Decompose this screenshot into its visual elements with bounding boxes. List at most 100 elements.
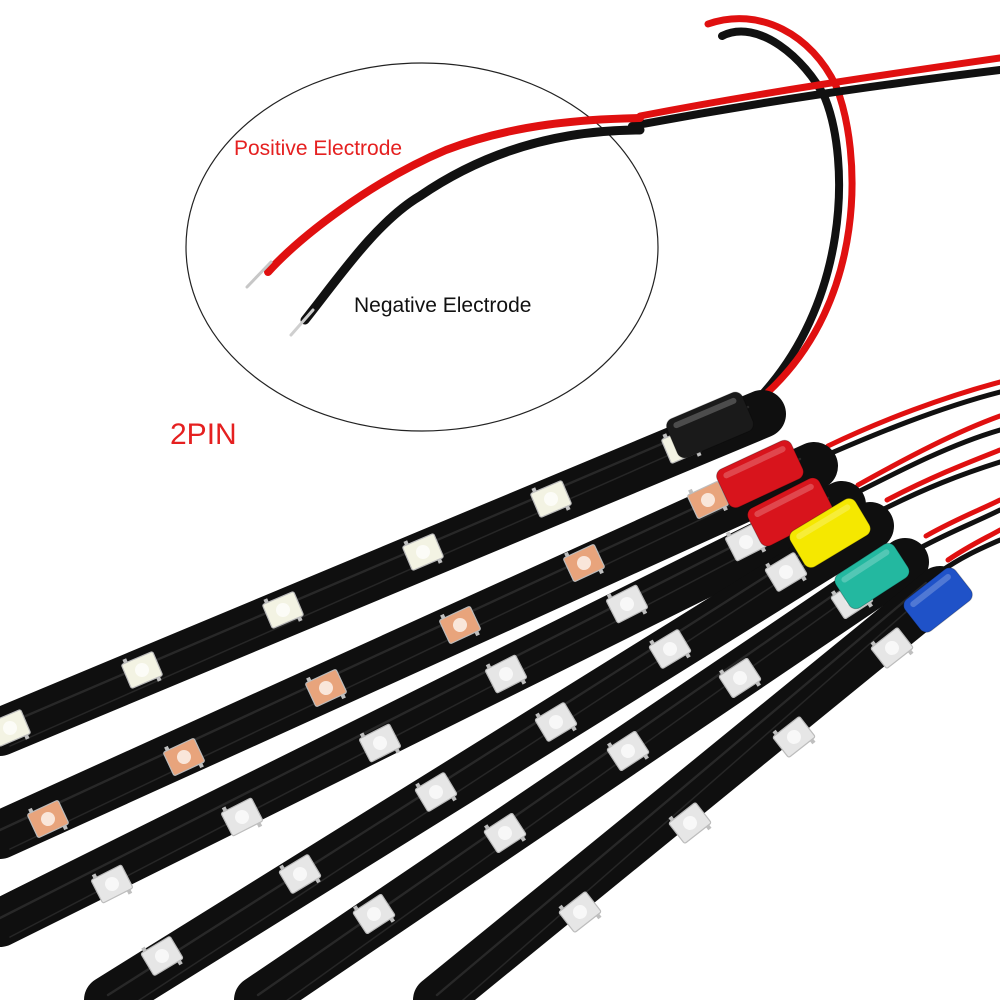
strip-2 bbox=[0, 439, 838, 859]
strip-1-led-1 bbox=[0, 709, 31, 747]
strip-4-body bbox=[84, 502, 894, 1000]
strip-5-reflection bbox=[286, 569, 888, 1000]
strip-4-led-pin-b-3 bbox=[451, 795, 457, 802]
strip-4-led-pin-a-5 bbox=[649, 639, 655, 646]
strip-4-led-pin-b-1 bbox=[177, 959, 183, 966]
callout-negative-wire bbox=[300, 125, 645, 325]
strip-3-led-pin-b-2 bbox=[256, 822, 263, 828]
strip-1 bbox=[0, 390, 786, 756]
negative-electrode-label: Negative Electrode bbox=[354, 294, 532, 317]
strip-3-led-lens-2 bbox=[235, 810, 249, 824]
strip-6-led-lens-1 bbox=[573, 905, 587, 919]
strip-2-led-pin-b-5 bbox=[598, 568, 604, 575]
strip-1-reflection bbox=[9, 421, 745, 747]
strip-2-led-pin-a-1 bbox=[28, 807, 34, 814]
strip-5-led-lens-3 bbox=[621, 744, 635, 758]
strip-3-led-pin-a-2 bbox=[221, 806, 228, 812]
end-wire-negative-3 bbox=[875, 459, 1000, 515]
strip-3-body bbox=[0, 481, 866, 947]
strip-1-led-pin-b-5 bbox=[565, 505, 571, 511]
strip-2-sleeve-body bbox=[716, 439, 804, 509]
strip-6 bbox=[413, 566, 973, 1000]
strip-3-led-lens-3 bbox=[373, 736, 387, 750]
strip-2-sleeve-shine bbox=[723, 446, 786, 479]
strip-3-sleeve-shine bbox=[754, 483, 814, 518]
end-wire-negative-1 bbox=[817, 389, 1000, 461]
strip-1-led-lens-2 bbox=[135, 663, 149, 677]
strip-6-led-3 bbox=[772, 716, 816, 758]
strip-5-led-pin-b-5 bbox=[867, 602, 874, 608]
strip-3-led-pin-b-1 bbox=[126, 889, 133, 895]
strip-1-sleeve-body bbox=[666, 391, 754, 459]
strip-3-led-pin-a-5 bbox=[606, 593, 613, 599]
strip-3-led-lens-1 bbox=[105, 877, 119, 891]
strip-6-led-lens-3 bbox=[787, 730, 801, 744]
strip-6-reflection bbox=[461, 597, 923, 1000]
strip-2-led-pin-b-6 bbox=[722, 505, 728, 512]
strip-2-led-3 bbox=[305, 669, 347, 707]
strip-4-led-1 bbox=[140, 936, 184, 976]
strip-6-highlight bbox=[435, 581, 928, 997]
strip-2-led-lens-6 bbox=[701, 493, 715, 507]
strip-5-led-lens-2 bbox=[498, 826, 512, 840]
strip-1-led-pin-a-2 bbox=[122, 658, 128, 664]
strip-4-led-5 bbox=[648, 629, 692, 669]
strip-4-led-pin-a-4 bbox=[535, 712, 541, 719]
strip-5-led-3 bbox=[606, 731, 650, 771]
strip-3-led-pin-b-5 bbox=[641, 609, 648, 615]
strip-2-led-4 bbox=[439, 606, 481, 644]
main-positive-wire bbox=[704, 15, 856, 396]
strip-4-led-lens-4 bbox=[549, 715, 563, 729]
strip-4-led-pin-a-6 bbox=[765, 562, 771, 569]
strip-6-sleeve-shine bbox=[910, 573, 951, 608]
strip-6-led-pin-a-1 bbox=[558, 904, 565, 911]
strip-6-led-2 bbox=[668, 802, 712, 844]
strip-2-led-pin-a-6 bbox=[688, 488, 694, 495]
strip-2-end-sleeve bbox=[716, 439, 804, 509]
strip-1-led-pin-b-4 bbox=[437, 558, 443, 564]
strip-3-led-pin-b-6 bbox=[760, 547, 767, 553]
strip-3-highlight bbox=[0, 496, 830, 920]
strip-2-highlight bbox=[0, 457, 802, 832]
strip-3-led-2 bbox=[221, 797, 263, 837]
strip-2-led-1 bbox=[27, 800, 69, 838]
strip-1-led-4 bbox=[402, 533, 444, 571]
strip-2-led-pin-b-3 bbox=[340, 693, 346, 700]
strip-4-led-3 bbox=[414, 772, 458, 812]
strip-6-led-pin-b-3 bbox=[809, 738, 816, 745]
strip-2-led-pin-b-1 bbox=[62, 824, 68, 831]
strip-6-led-1 bbox=[558, 891, 602, 933]
rear-positive-wire bbox=[636, 54, 1000, 120]
strip-4-reflection bbox=[138, 533, 853, 1000]
strip-1-led-lens-5 bbox=[544, 492, 558, 506]
strip-4-led-6 bbox=[764, 552, 808, 592]
strip-2-led-lens-4 bbox=[453, 618, 467, 632]
strip-3-led-lens-6 bbox=[739, 535, 753, 549]
end-wire-positive-2 bbox=[855, 413, 1000, 488]
strip-4-led-pin-a-3 bbox=[415, 782, 421, 789]
strip-3-led-5 bbox=[606, 584, 648, 624]
strip-3-led-pin-a-1 bbox=[91, 873, 98, 879]
strip-2-led-pin-b-4 bbox=[474, 630, 480, 637]
strip-4-led-lens-1 bbox=[155, 949, 169, 963]
strip-4-led-lens-6 bbox=[779, 565, 793, 579]
strip-2-led-pin-a-3 bbox=[306, 676, 312, 683]
end-wire-negative-2 bbox=[847, 427, 1000, 499]
strip-5-led-pin-a-3 bbox=[606, 742, 613, 748]
strip-3 bbox=[0, 477, 866, 947]
strip-4-sleeve-shine bbox=[796, 504, 851, 540]
strip-3-led-pin-a-6 bbox=[725, 531, 732, 537]
strip-4-led-pin-a-1 bbox=[141, 946, 147, 953]
strip-5-led-lens-1 bbox=[367, 907, 381, 921]
strip-3-led-pin-b-4 bbox=[520, 679, 527, 685]
wire-layer bbox=[628, 15, 1000, 575]
strip-2-led-6 bbox=[687, 481, 729, 519]
connector-type-label: 2PIN bbox=[170, 418, 237, 451]
strip-5-led-pin-b-1 bbox=[389, 917, 396, 923]
strip-6-sleeve-body bbox=[903, 567, 973, 633]
strip-1-led-pin-a-5 bbox=[531, 487, 537, 493]
strip-2-led-2 bbox=[163, 738, 205, 776]
strip-4-led-pin-a-2 bbox=[279, 864, 285, 871]
